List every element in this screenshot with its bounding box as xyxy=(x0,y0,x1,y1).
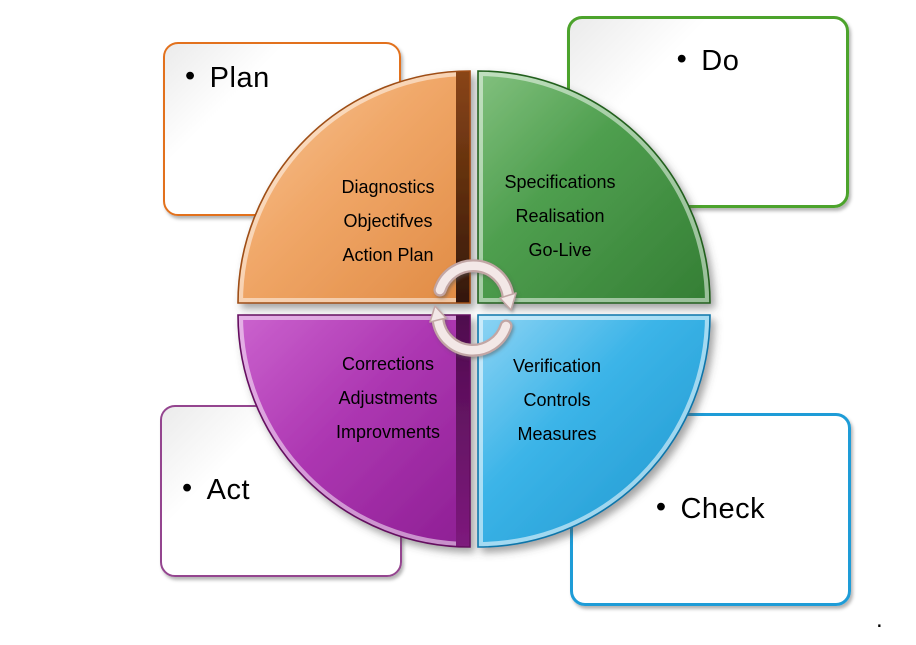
quadrant-act-shape xyxy=(237,314,471,548)
plan-label-text: Plan xyxy=(209,62,270,94)
check-label-text: Check xyxy=(680,492,766,525)
check-item: Measures xyxy=(517,424,597,444)
do-item: Realisation xyxy=(515,206,605,226)
act-item: Improvments xyxy=(335,422,441,442)
callout-check-label: • Check xyxy=(655,490,766,526)
plan-item: Objectifves xyxy=(343,211,433,231)
callout-act-label: • Act xyxy=(182,472,251,507)
bullet-glyph: • xyxy=(185,60,196,92)
plan-item: Action Plan xyxy=(342,245,434,265)
quadrant-check-shape xyxy=(477,314,711,548)
bullet-glyph: • xyxy=(676,43,688,75)
act-item: Adjustments xyxy=(338,388,438,408)
quadrant-plan-shape xyxy=(237,70,471,304)
act-label-text: Act xyxy=(206,474,251,507)
act-items: Corrections Adjustments Improvments xyxy=(306,347,470,449)
callout-plan-label: • Plan xyxy=(185,60,270,95)
do-item: Specifications xyxy=(504,172,616,192)
do-item: Go-Live xyxy=(528,240,592,260)
act-item: Corrections xyxy=(341,354,435,374)
bullet-glyph: • xyxy=(655,490,667,523)
cycle-arrows-icon xyxy=(429,259,517,357)
quadrant-do-shape xyxy=(477,70,711,304)
plan-items: Diagnostics Objectifves Action Plan xyxy=(306,170,470,272)
bullet-glyph: • xyxy=(182,472,193,505)
do-label-text: Do xyxy=(701,45,740,77)
plan-item: Diagnostics xyxy=(341,177,435,197)
stray-period: . xyxy=(876,606,883,633)
do-items: Specifications Realisation Go-Live xyxy=(478,165,642,267)
check-items: Verification Controls Measures xyxy=(475,349,639,451)
callout-do-label: • Do xyxy=(570,43,846,78)
check-item: Controls xyxy=(523,390,591,410)
check-item: Verification xyxy=(512,356,602,376)
